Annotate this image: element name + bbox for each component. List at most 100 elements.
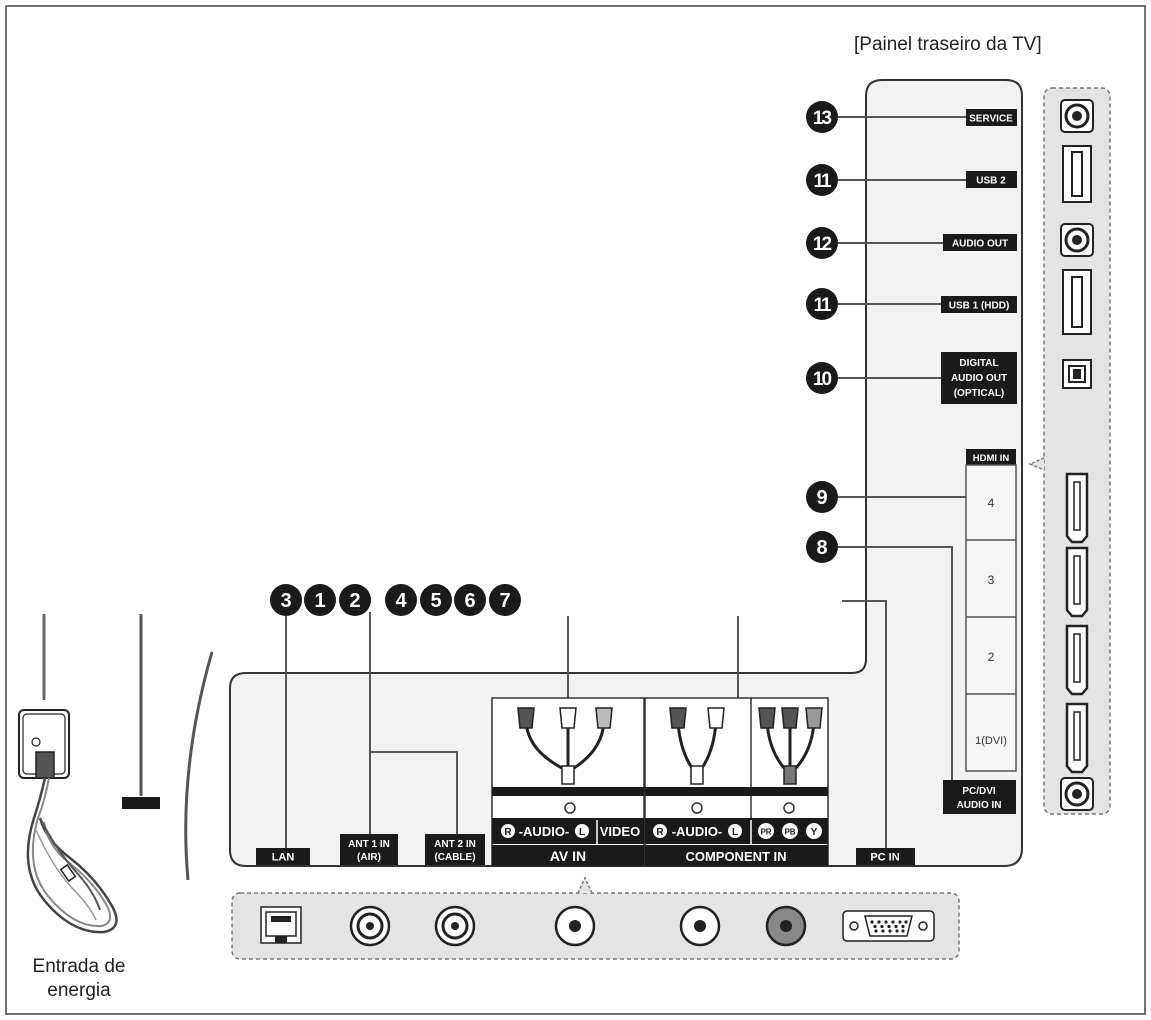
callout-11-usb2: 11	[806, 164, 838, 196]
component-rca-jack-icon	[679, 905, 721, 947]
svg-text:4: 4	[395, 590, 407, 612]
hdmi-port-4: 4	[988, 496, 995, 510]
svg-text:R: R	[656, 827, 664, 838]
callout-2: 2	[339, 584, 371, 616]
av-rca-jack-icon	[554, 905, 596, 947]
power-cord-icon	[18, 709, 118, 934]
ant1-coax-icon	[349, 905, 391, 947]
callout-13: 13	[806, 101, 838, 133]
av-audio-r-badge: R	[501, 824, 515, 838]
svg-text:9: 9	[816, 487, 827, 509]
hdmi-port-1-dvi: 1(DVI)	[975, 735, 1007, 747]
side-connector-strip	[1043, 87, 1111, 815]
svg-text:10: 10	[813, 369, 832, 390]
comp-y-badge: Y	[806, 823, 822, 839]
svg-text:7: 7	[499, 590, 510, 612]
hdmi-port-2: 2	[988, 650, 995, 664]
component-dark-jack-icon	[765, 905, 807, 947]
pc-in-label-box	[856, 848, 915, 865]
bottom-strip-pointer	[577, 876, 593, 894]
callout-9: 9	[806, 481, 838, 513]
optical-label-box	[941, 352, 1017, 404]
svg-text:12: 12	[813, 234, 832, 255]
usb1-label: USB 1 (HDD)	[949, 301, 1010, 312]
svg-text:PB: PB	[784, 828, 795, 837]
svg-text:L: L	[579, 827, 585, 838]
callout-8: 8	[806, 531, 838, 563]
optical-label-line3: (OPTICAL)	[954, 388, 1005, 399]
hdmi-port-2-jack	[1065, 624, 1089, 696]
svg-text:11: 11	[813, 171, 832, 192]
hdmi-port-4-jack	[1065, 472, 1089, 544]
optical-port	[1062, 359, 1092, 389]
power-socket-bar	[122, 797, 160, 809]
hdmi-title-box	[966, 449, 1016, 465]
ant2-label-line1: ANT 2 IN	[434, 839, 476, 850]
svg-text:Y: Y	[811, 827, 818, 838]
usb1-port	[1062, 269, 1092, 335]
callout-12: 12	[806, 227, 838, 259]
ant2-label-line2: (CABLE)	[434, 852, 475, 863]
av-in-label: AV IN	[550, 848, 586, 864]
av-audio-l-badge: L	[575, 824, 589, 838]
component-in-label: COMPONENT IN	[685, 849, 786, 864]
ant1-label-line2: (AIR)	[357, 852, 381, 863]
usb2-label: USB 2	[976, 176, 1006, 187]
audio-out-label-box	[943, 234, 1017, 251]
hdmi-port-1-jack	[1065, 702, 1089, 774]
component-audio-cable-icon	[669, 707, 725, 785]
usb2-port	[1062, 145, 1092, 203]
svg-text:R: R	[504, 827, 512, 838]
svg-text:11: 11	[813, 295, 832, 316]
comp-audio-label: -AUDIO-	[672, 824, 723, 839]
pc-dvi-audio-leader-line	[838, 546, 953, 780]
av-video-label: VIDEO	[600, 824, 640, 839]
usb1-label-box	[941, 296, 1017, 313]
comp-pb-badge: PB	[782, 823, 798, 839]
ant2-leader-line	[370, 751, 458, 834]
svg-text:6: 6	[464, 590, 475, 612]
power-label-line2: energia	[47, 980, 111, 1001]
panel-break-line	[184, 651, 214, 881]
pc-dvi-audio-jack	[1060, 777, 1094, 811]
diagram-frame	[5, 5, 1146, 1015]
usb2-label-box	[966, 171, 1017, 188]
svg-text:5: 5	[430, 590, 441, 612]
component-video-cable-icon	[758, 707, 823, 785]
pc-dvi-audio-label-line1: PC/DVI	[962, 786, 996, 797]
optical-label-line2: AUDIO OUT	[951, 373, 1007, 384]
svg-text:13: 13	[813, 108, 832, 129]
comp-audio-r-badge: R	[653, 824, 667, 838]
vga-port-icon	[842, 910, 935, 942]
callout-1: 1	[304, 584, 336, 616]
svg-text:3: 3	[280, 590, 291, 612]
hdmi-title-label: HDMI IN	[973, 453, 1010, 464]
av-rca-cable-icon	[517, 707, 613, 785]
lan-label: LAN	[272, 852, 295, 864]
hdmi-port-3: 3	[988, 573, 995, 587]
pc-in-leader-line	[842, 600, 887, 848]
hdmi-port-3-jack	[1065, 546, 1089, 618]
audio-out-label: AUDIO OUT	[952, 239, 1008, 250]
comp-pr-badge: PR	[758, 823, 774, 839]
callout-3: 3	[270, 584, 302, 616]
service-label: SERVICE	[969, 114, 1013, 125]
svg-text:L: L	[732, 827, 738, 838]
ant2-coax-icon	[434, 905, 476, 947]
service-jack	[1060, 99, 1094, 133]
pc-dvi-audio-label-box	[943, 780, 1016, 814]
diagram-title: [Painel traseiro da TV]	[854, 34, 1042, 55]
svg-text:PR: PR	[760, 828, 771, 837]
comp-audio-l-badge: L	[728, 824, 742, 838]
svg-text:8: 8	[816, 537, 827, 559]
callout-7: 7	[489, 584, 521, 616]
pc-in-label: PC IN	[870, 852, 899, 864]
strip-pointer	[1028, 457, 1045, 471]
svg-text:2: 2	[349, 590, 360, 612]
callout-11-usb1: 11	[806, 288, 838, 320]
hdmi-port-column	[965, 464, 1017, 772]
pc-dvi-audio-label-line2: AUDIO IN	[957, 800, 1002, 811]
power-label-line1: Entrada de	[33, 956, 126, 977]
service-label-box	[966, 109, 1017, 126]
